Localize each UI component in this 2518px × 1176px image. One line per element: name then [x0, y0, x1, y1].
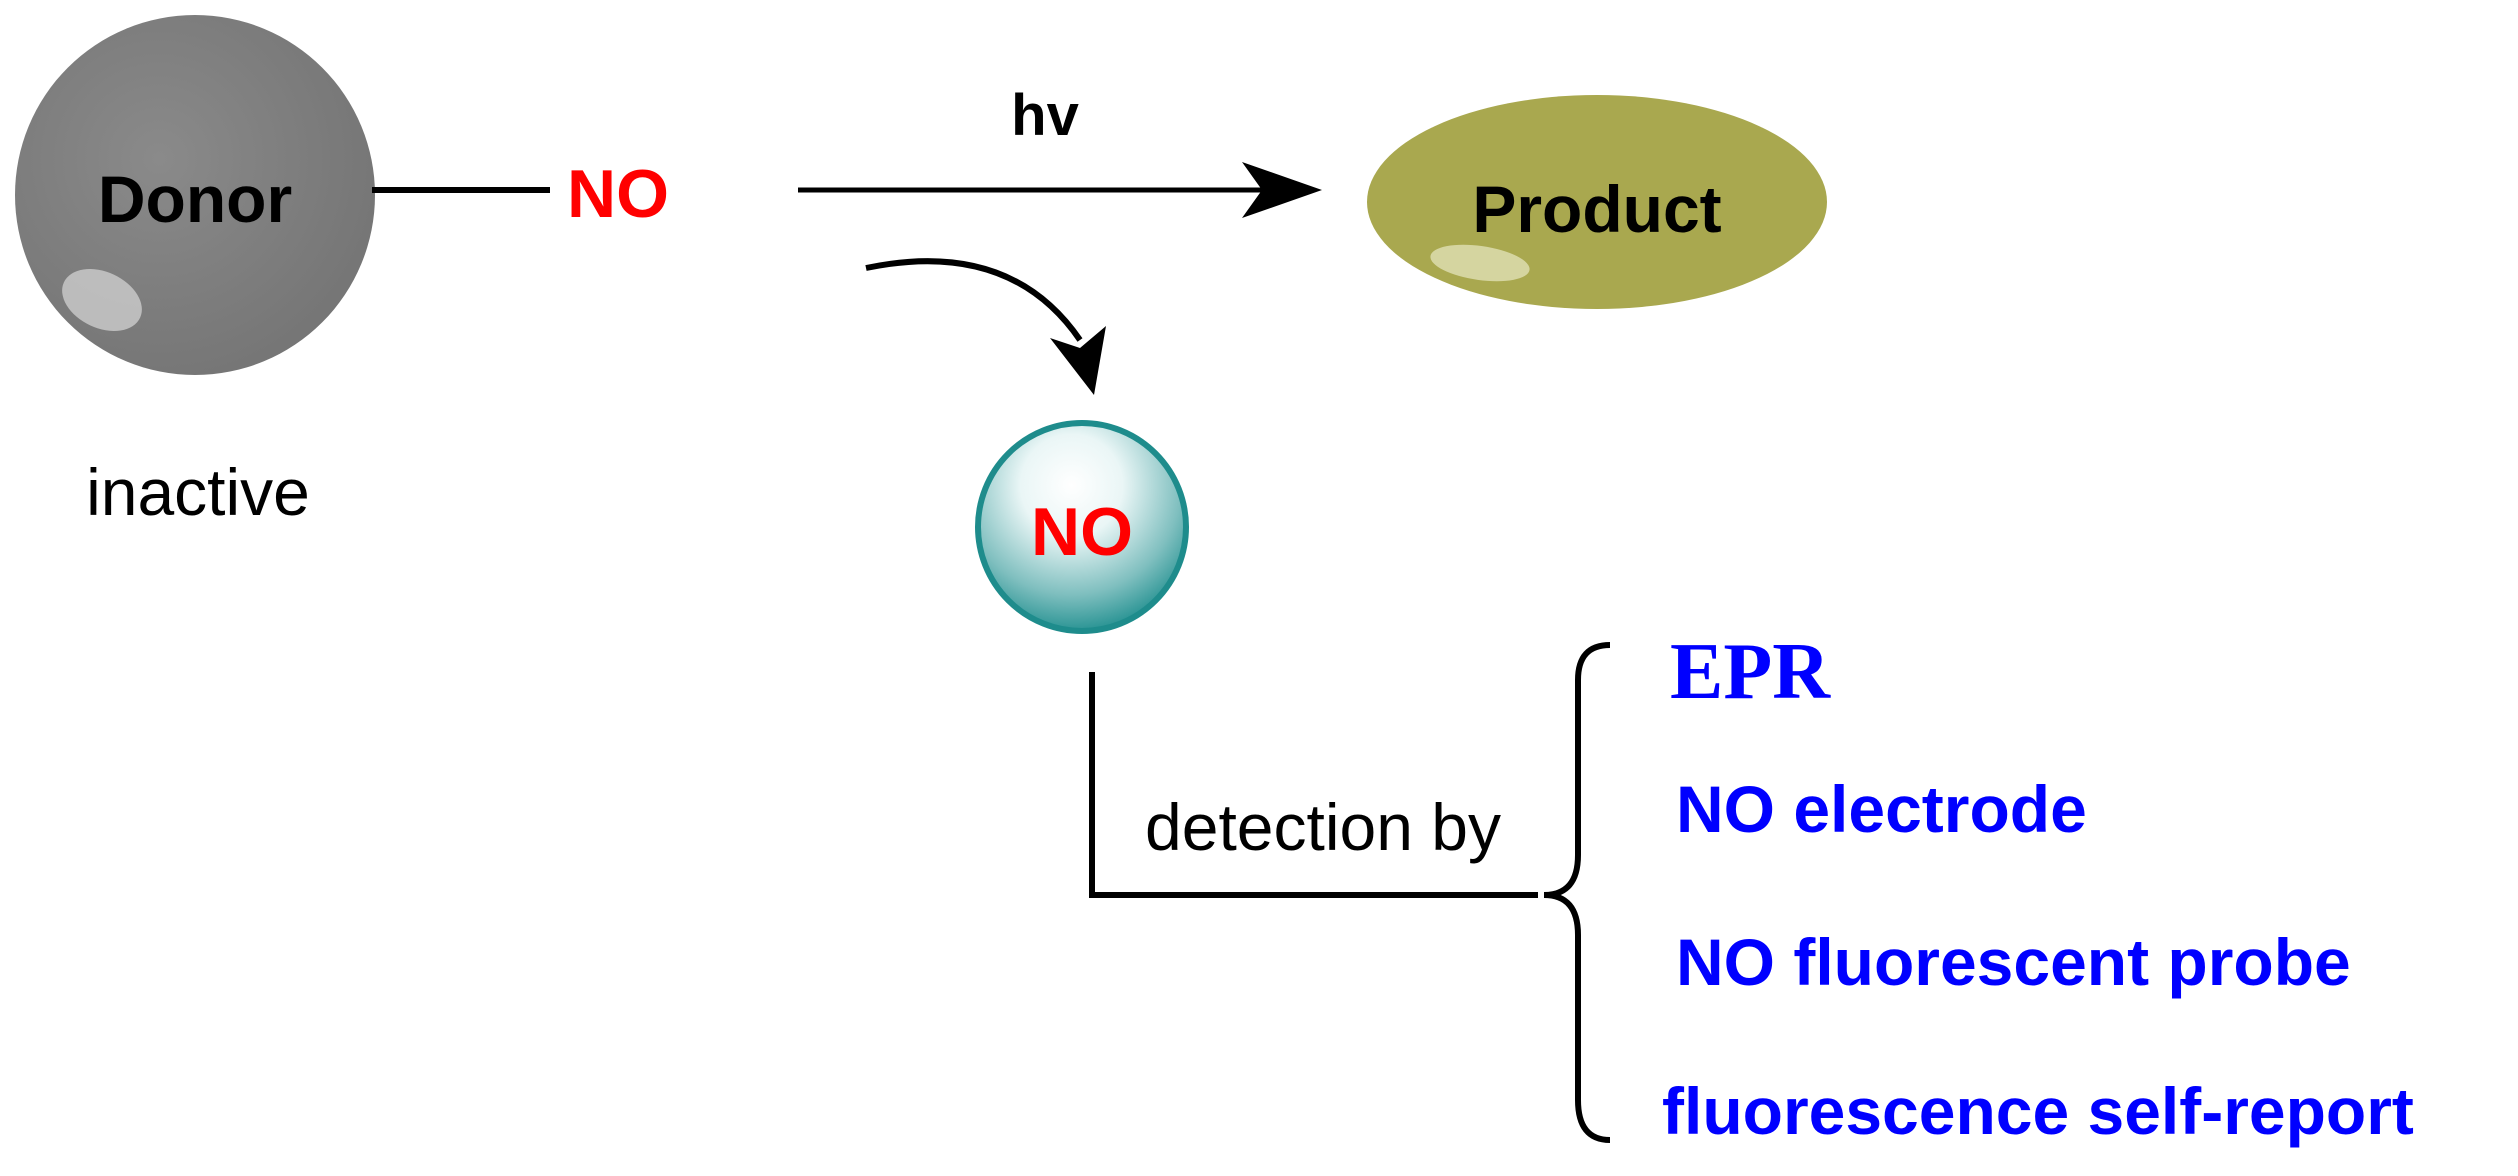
method-no-electrode: NO electrode — [1676, 772, 2087, 846]
donor-label: Donor — [98, 162, 292, 236]
detection-brace — [1543, 642, 1611, 1143]
method-fluorescent-probe: NO fluorescent probe — [1676, 925, 2351, 999]
donor-highlight — [62, 269, 142, 331]
hv-label: hv — [1011, 83, 1079, 148]
detection-line — [1089, 672, 1538, 898]
bound-no-label: NO — [567, 156, 669, 232]
reaction-arrowhead — [1242, 162, 1322, 218]
release-arrowhead — [1050, 326, 1106, 395]
released-no-label: NO — [1031, 494, 1133, 570]
released-no-node: NO — [975, 420, 1189, 634]
detection-label: detection by — [1145, 790, 1501, 864]
product-label: Product — [1472, 172, 1721, 246]
release-arrow — [865, 258, 1083, 342]
donor-caption: inactive — [86, 455, 310, 529]
released-no-sphere — [975, 420, 1189, 634]
product-node: Product — [1367, 95, 1827, 309]
donor-node: Donor — [15, 15, 375, 375]
product-highlight — [1430, 244, 1530, 282]
method-self-report: fluorescence self-report — [1662, 1074, 2414, 1148]
detection-methods: EPR NO electrode NO fluorescent probe fl… — [1662, 628, 2414, 1148]
method-epr: EPR — [1670, 628, 1831, 716]
